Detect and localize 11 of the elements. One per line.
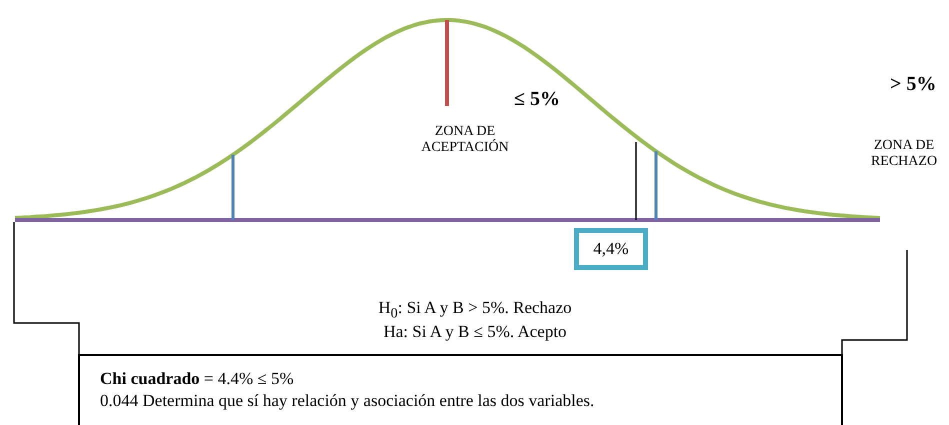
zone-label: ZONA DE ACEPTACIÓN (420, 124, 510, 156)
result-box (78, 354, 843, 425)
threshold-label: > 5% (890, 73, 936, 96)
zone-label: ZONA DE RECHAZO (870, 138, 938, 170)
hypothesis-text: Ha: Si A y B ≤ 5%. Acepto (382, 322, 568, 342)
value-box (574, 228, 648, 270)
result-text: Chi cuadrado = 4.4% ≤ 5% (100, 368, 295, 390)
threshold-label: ≤ 5% (514, 88, 560, 111)
value-text: 4,4% (593, 239, 629, 259)
result-text: 0.044 Determina que sí hay relación y asociación entre las dos variables. (100, 390, 596, 412)
hypothesis-text: H$_{0}$: Si A y B > 5%. Rechazo (377, 298, 573, 322)
